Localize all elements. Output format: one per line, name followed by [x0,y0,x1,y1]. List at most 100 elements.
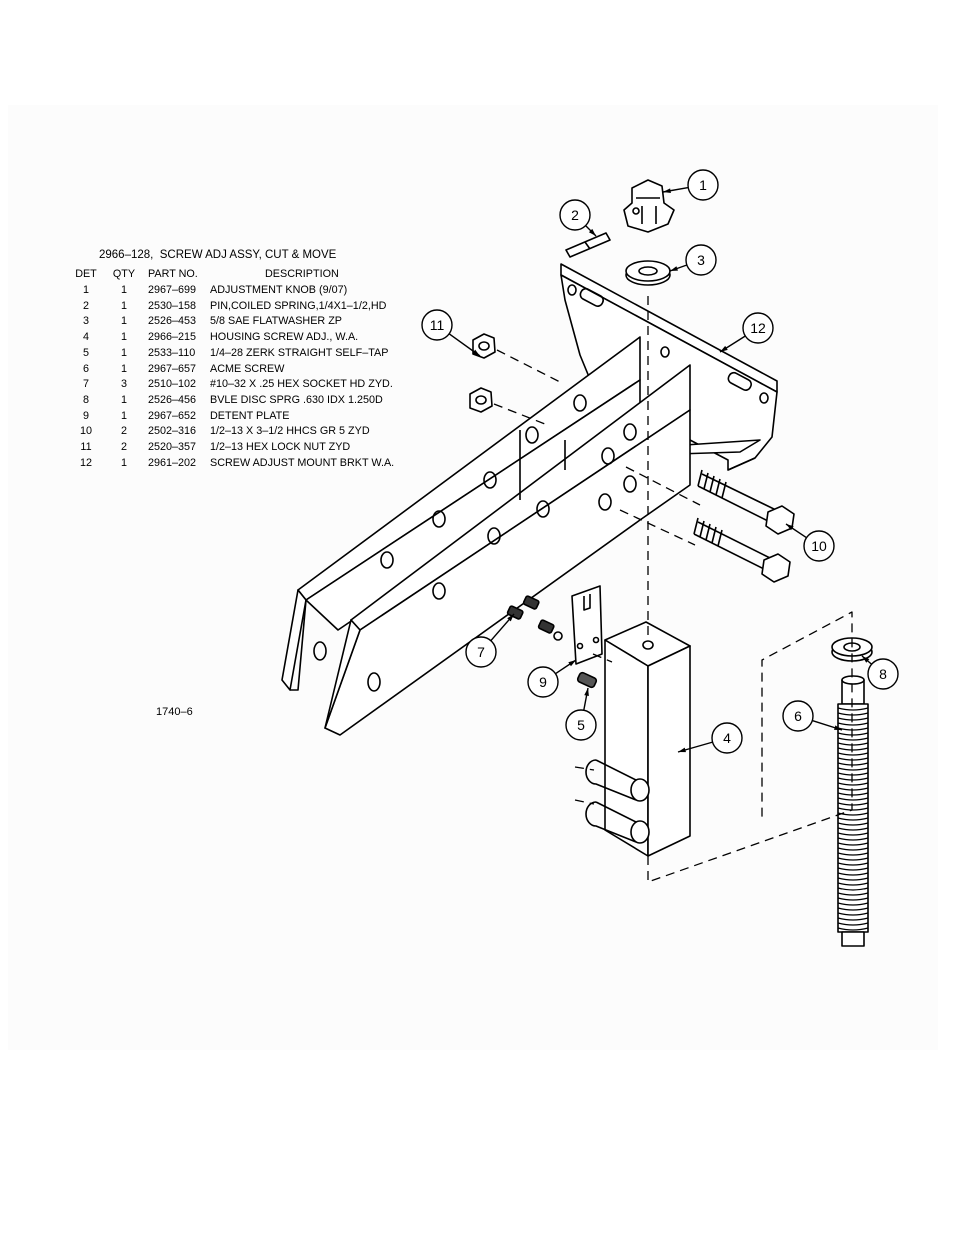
thread-line [837,902,869,906]
thread-line [837,922,869,926]
row-qty: 1 [120,362,127,375]
row-qty: 1 [120,284,127,296]
row-part-no: 2967–699 [148,284,197,296]
row-description: BVLE DISC SPRG .630 IDX 1.250D [210,393,383,406]
row-det: 3 [82,315,89,328]
thread-line [837,827,869,831]
callout-number: 2 [571,207,579,223]
row-qty: 3 [120,378,127,391]
assembly-title: 2966–128, SCREW ADJ ASSY, CUT & MOVE [99,249,337,261]
thread-line [837,802,869,806]
channel-arms [281,336,691,736]
thread-line [837,747,869,751]
thread-line [837,732,869,736]
thread-line [837,787,869,791]
thread-line [837,867,869,871]
callout-6: 6 [782,700,843,732]
callout-8: 8 [861,655,899,690]
row-description: 1/2–13 HEX LOCK NUT ZYD [210,441,351,453]
thread-line [837,742,869,746]
row-part-no: 2526–453 [148,315,197,328]
row-qty: 1 [120,315,127,328]
row-qty: 1 [120,331,127,344]
callout-1: 1 [662,169,719,201]
callout-11: 11 [421,309,481,357]
callout-balloon [527,666,559,698]
callout-10: 10 [785,523,835,562]
row-part-no: 2967–652 [148,409,197,422]
row-det: 7 [82,378,89,391]
callout-arrowhead [663,188,671,194]
callout-arrowhead [678,747,686,753]
callout-number: 7 [477,644,485,660]
callout-balloon [565,709,597,741]
row-description: #10–32 X .25 HEX SOCKET HD ZYD. [210,378,393,391]
row-description: PIN,COILED SPRING,1/4X1–1/2,HD [210,299,387,312]
callout-number: 12 [750,320,766,336]
callout-12: 12 [719,312,774,353]
row-det: 8 [82,393,89,406]
thread-line [837,887,869,891]
thread-line [837,762,869,766]
thread-line [837,907,869,911]
row-description: 5/8 SAE FLATWASHER ZP [210,315,342,328]
header-part-no: PART NO. [148,268,198,280]
row-part-no: 2502–316 [148,425,197,438]
row-description: DETENT PLATE [210,409,290,422]
thread-line [837,917,869,921]
thread-line [837,852,869,856]
row-part-no: 2967–657 [148,362,197,375]
row-part-no: 2520–357 [148,441,197,453]
header-description: DESCRIPTION [265,268,339,280]
callout-balloon [685,244,717,276]
socket-screws [506,595,563,641]
thread-line [837,767,869,771]
thread-line [837,822,869,826]
thread-line [837,737,869,741]
row-part-no: 2966–215 [148,331,197,344]
row-part-no: 2530–158 [148,299,197,312]
row-qty: 1 [120,346,127,359]
row-det: 5 [82,346,89,359]
thread-line [837,857,869,861]
assembly-center-lines [493,296,853,883]
row-qty: 1 [120,299,127,312]
callout-number: 9 [539,674,547,690]
thread-line [837,882,869,886]
row-det: 12 [79,456,92,469]
thread-line [837,837,869,841]
row-description: ADJUSTMENT KNOB (9/07) [210,284,348,296]
row-description: 1/2–13 X 3–1/2 HHCS GR 5 ZYD [210,425,370,438]
row-det: 10 [79,425,92,438]
row-det: 1 [82,284,89,296]
thread-line [837,807,869,811]
callout-arrowhead [834,725,842,730]
row-qty: 1 [120,456,127,469]
thread-line [837,707,869,711]
callout-balloon [465,636,497,668]
callout-4: 4 [677,722,743,754]
thread-line [837,832,869,836]
callout-balloon [687,169,719,201]
row-det: 2 [82,299,89,312]
callout-balloon [867,658,899,690]
thread-line [837,892,869,896]
zerk-fitting [576,671,598,689]
callout-number: 6 [794,708,802,724]
callout-arrowhead [862,656,870,663]
row-det: 4 [82,331,89,344]
thread-line [837,772,869,776]
callout-2: 2 [559,199,597,237]
row-part-no: 2510–102 [148,378,197,391]
drawing-id: 1740–6 [156,706,193,718]
thread-line [837,912,869,916]
row-part-no: 2526–456 [148,393,197,406]
detent-plate [571,585,603,665]
callout-number: 5 [577,717,585,733]
callout-balloon [782,700,814,732]
hex-lock-nuts [469,333,496,413]
thread-line [837,842,869,846]
thread-line [837,727,869,731]
acme-screw [837,675,869,947]
